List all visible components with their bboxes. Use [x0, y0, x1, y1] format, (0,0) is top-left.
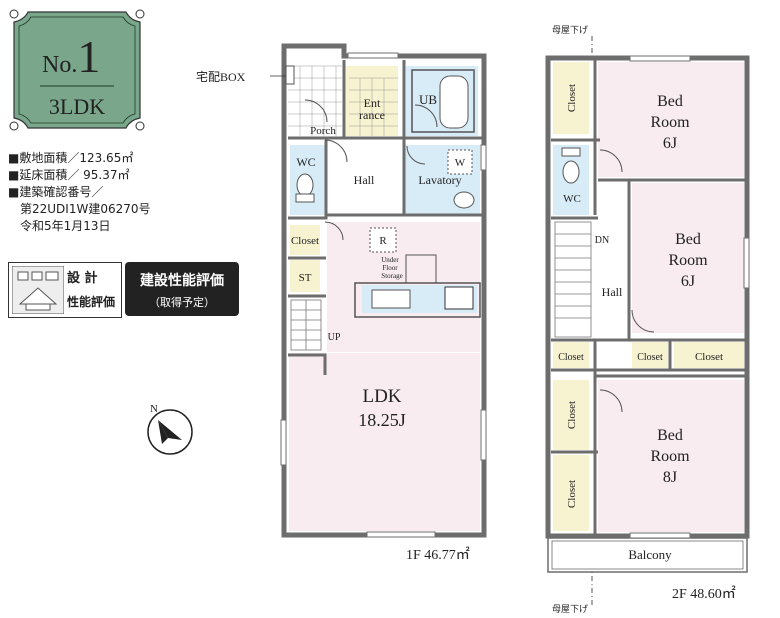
2f-closet-low-1-label: Closet: [566, 401, 578, 429]
1f-wc-label: WC: [296, 155, 315, 169]
2f-bed1-label-a: Bed: [657, 93, 683, 110]
2f-bed3-label-c: 8J: [663, 469, 677, 486]
2f-hall-label: Hall: [602, 285, 623, 299]
1f-porch-label: Porch: [310, 125, 336, 137]
2f-bed3-label-b: Room: [650, 448, 690, 465]
2f-closet-mid-1-label: Closet: [637, 352, 663, 363]
design-bottom-text: 性能評価: [67, 295, 116, 309]
2f-bed2-label-c: 6J: [681, 273, 695, 290]
1f-lavatory-label: Lavatory: [418, 173, 461, 187]
badge-no-prefix: No.: [42, 52, 78, 78]
1f-entrance-label-2: rance: [359, 108, 385, 122]
1f-area-label: 1F 46.77㎡: [406, 548, 470, 563]
compass-north-label: N: [150, 403, 158, 415]
2f-bed1-label-c: 6J: [663, 135, 677, 152]
floor-plan-1f: Porch Ent rance UB WC Hall Lavatory W Cl…: [270, 43, 487, 538]
1f-up-label: UP: [328, 332, 341, 343]
2f-closet-low-2-label: Closet: [566, 480, 578, 508]
permit-date: 令和5年1月13日: [20, 219, 111, 233]
design-performance-mark: 設 計 性能評価: [8, 262, 122, 318]
2f-closet-mid-2-label: Closet: [695, 351, 723, 363]
compass-icon: N: [147, 403, 193, 455]
1f-st-label: ST: [299, 272, 312, 284]
construction-performance-mark: 建設性能評価 （取得予定）: [125, 262, 239, 316]
property-info: ■敷地面積／123.65㎡ ■延床面積／ 95.37㎡ ■建築確認番号／ 第22…: [8, 150, 151, 235]
1f-ldk-label: LDK: [362, 386, 401, 407]
1f-delivery-box-label: 宅配BOX: [196, 70, 246, 84]
1f-r-label: R: [379, 235, 387, 247]
site-area: ■敷地面積／123.65㎡: [8, 151, 134, 165]
2f-bed1-label-b: Room: [650, 114, 690, 131]
2f-closet-mid-left-label: Closet: [558, 352, 584, 363]
2f-bed2-label-b: Room: [668, 252, 708, 269]
1f-hall-label: Hall: [354, 173, 375, 187]
1f-closet-label: Closet: [291, 235, 319, 247]
2f-wc-label: WC: [563, 193, 581, 205]
badge-frame: [9, 9, 145, 131]
2f-bed3-label-a: Bed: [657, 427, 683, 444]
2f-closet-top-label: Closet: [566, 84, 578, 112]
1f-ldk-size: 18.25J: [358, 410, 406, 430]
2f-bed2-label-a: Bed: [675, 231, 701, 248]
2f-bottom-note: 母屋下げ: [552, 604, 588, 614]
2f-balcony-label: Balcony: [628, 547, 672, 562]
badge-no-number: 1: [77, 31, 101, 82]
1f-underfloor-label-1: Under: [381, 256, 399, 264]
2f-top-note: 母屋下げ: [552, 25, 588, 35]
badge-layout-type: 3LDK: [48, 94, 106, 119]
design-top-text: 設 計: [67, 271, 98, 286]
permit-label: ■建築確認番号／: [8, 185, 104, 199]
1f-underfloor-label-3: Storage: [381, 272, 402, 280]
1f-w-label: W: [455, 157, 466, 169]
1f-underfloor-label-2: Floor: [382, 264, 398, 272]
construction-title: 建設性能評価: [140, 273, 224, 289]
permit-number: 第22UDI1W建06270号: [20, 202, 151, 216]
floor-plan-2f: 母屋下げ 母屋下げ Closet WC DN Hall Bed Room 6J …: [545, 25, 750, 614]
plan-badge: No.1 3LDK: [6, 6, 148, 134]
construction-sub: （取得予定）: [149, 296, 215, 309]
2f-dn-label: DN: [595, 235, 609, 246]
floor-area: ■延床面積／ 95.37㎡: [8, 168, 130, 182]
2f-area-label: 2F 48.60㎡: [672, 587, 736, 602]
1f-ub-label: UB: [419, 92, 437, 107]
1f-entrance-label-1: Ent: [364, 96, 381, 110]
house-logo-icon: [12, 266, 64, 314]
